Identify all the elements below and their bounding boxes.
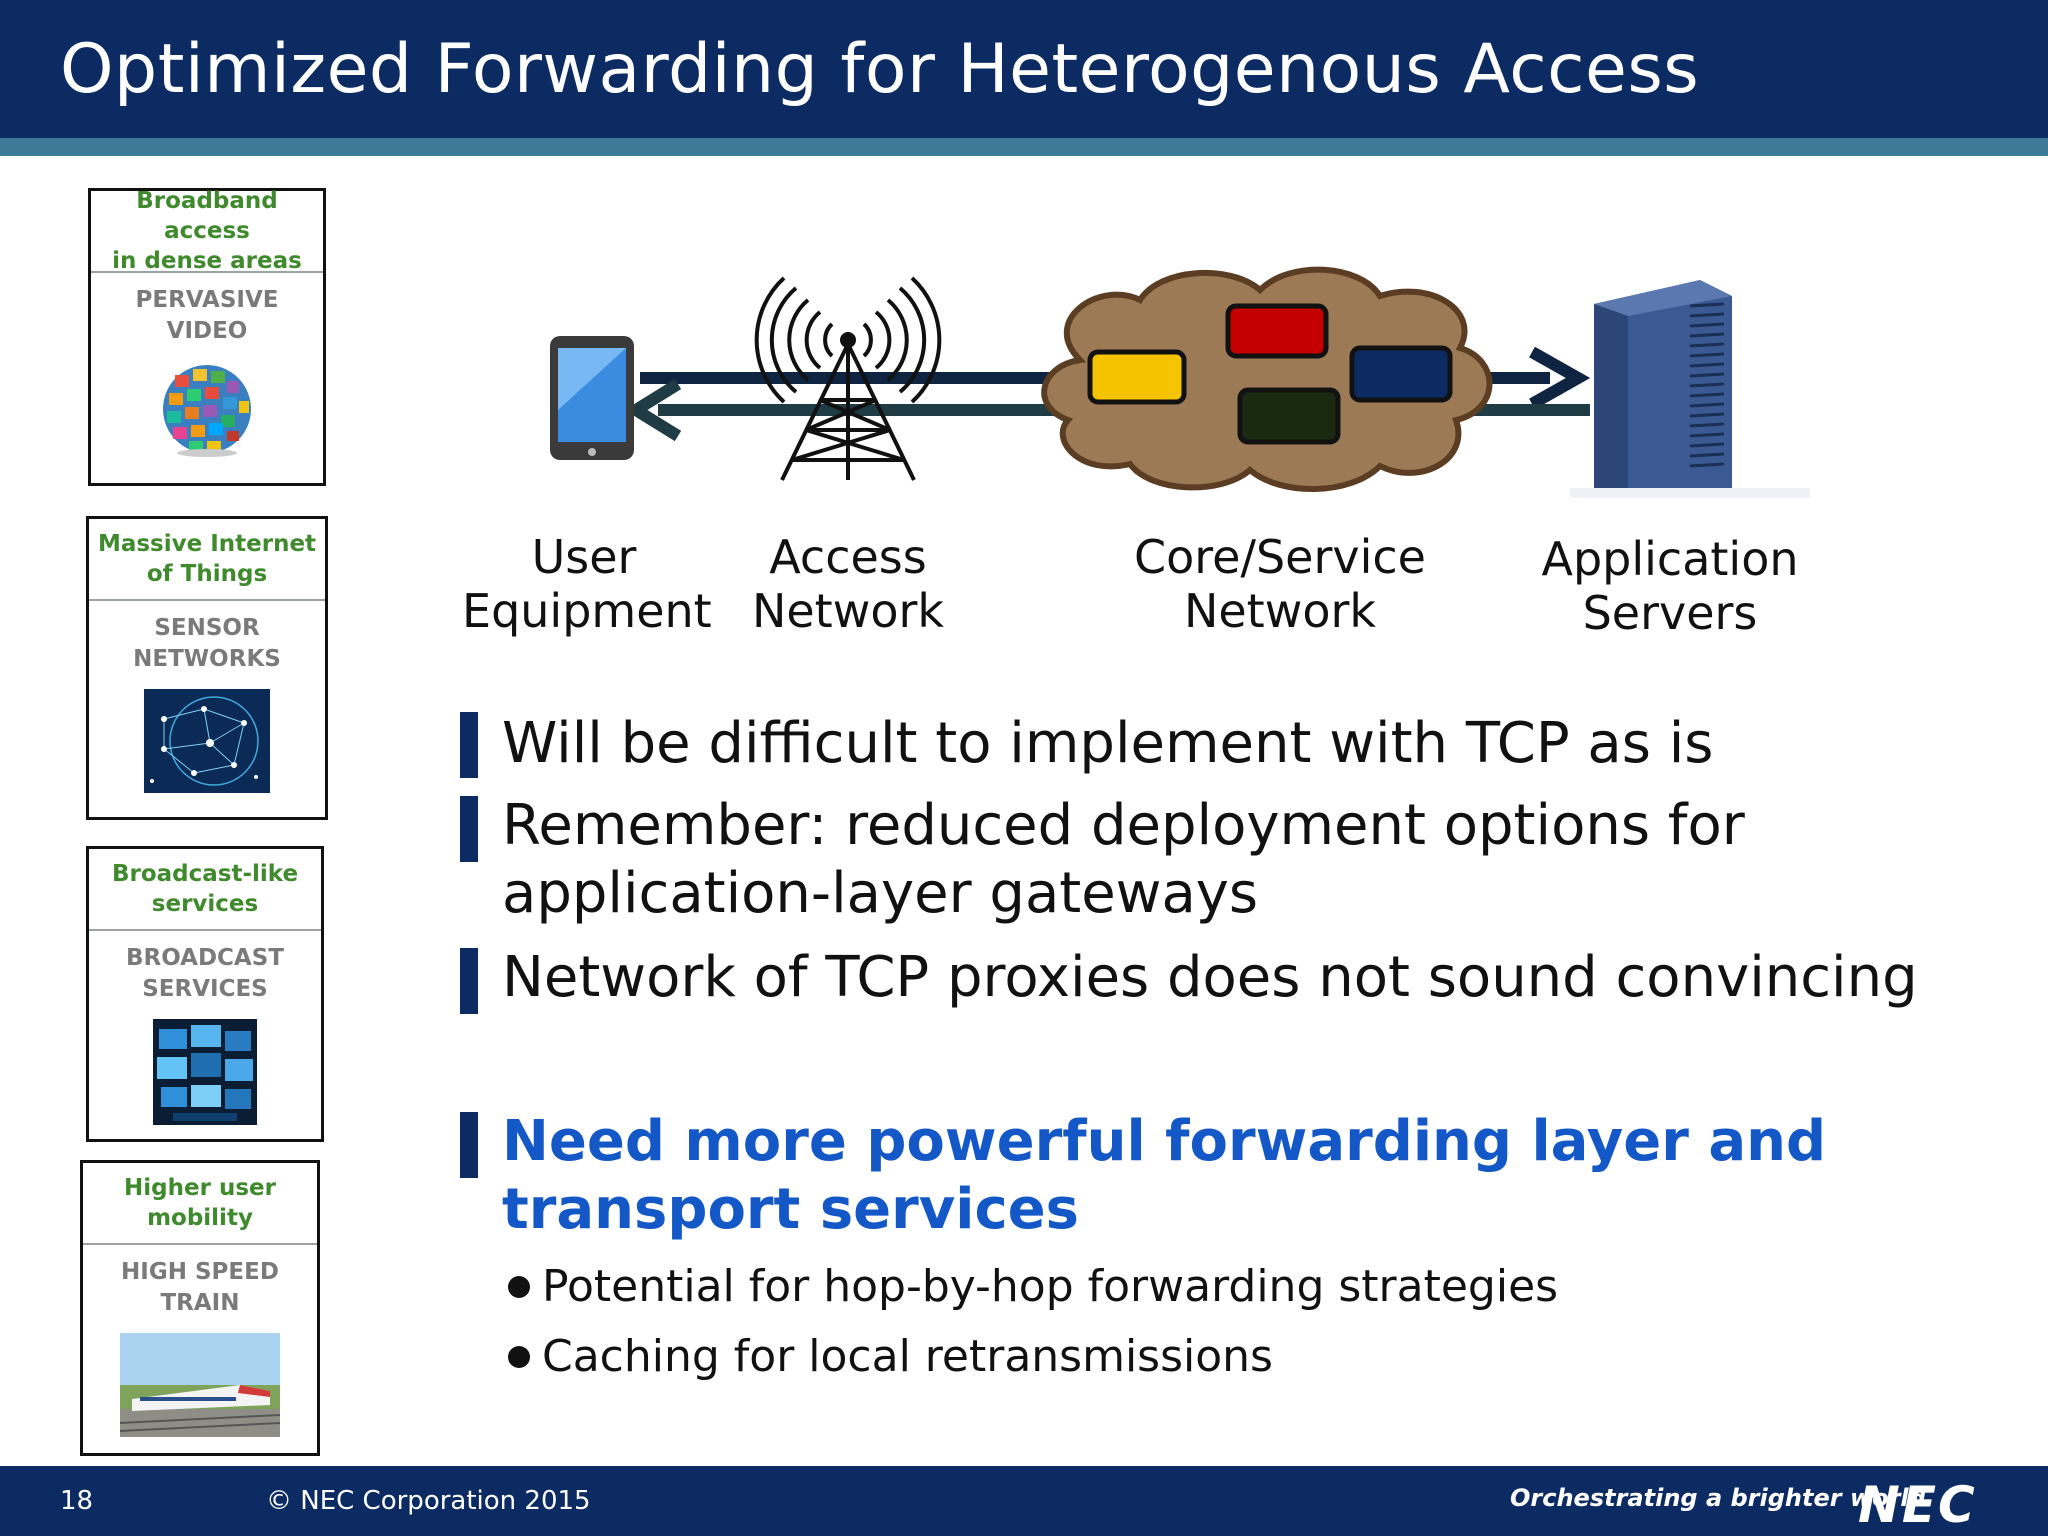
bullet-marker — [460, 948, 478, 1014]
antenna-tower-icon — [754, 276, 942, 481]
diagram-graphic — [550, 266, 1810, 498]
label-access-network: Access Network — [738, 530, 958, 638]
label-line: Servers — [1582, 586, 1758, 640]
sub-bullet-dot — [508, 1276, 530, 1298]
label-application-servers: Application Servers — [1530, 532, 1810, 640]
label-line: Network — [1183, 584, 1377, 638]
label-line: Application — [1541, 532, 1799, 586]
label-line: Core/Service — [1134, 530, 1426, 584]
company-logo: NEC — [1858, 1476, 1977, 1534]
use-case-card-sensor: Massive Internet of Things SENSOR NETWOR… — [86, 516, 328, 820]
label-line: User — [531, 530, 637, 584]
bullet-item: Network of TCP proxies does not sound co… — [502, 945, 1918, 1010]
phone-icon — [550, 336, 634, 460]
card-subtitle-line: TRAIN — [160, 1290, 240, 1316]
card-subtitle-line: BROADCAST — [125, 945, 284, 971]
card-heading: Broadcast-like services — [89, 849, 321, 931]
header-divider — [0, 138, 2048, 156]
footer-bar: 18 © NEC Corporation 2015 Orchestrating … — [0, 1466, 2048, 1536]
label-core-service-network: Core/Service Network — [1120, 530, 1440, 638]
screens-icon — [153, 1019, 257, 1125]
card-heading-line: Higher user — [124, 1175, 276, 1201]
bullet-item-continued: application-layer gateways — [502, 861, 1259, 926]
card-body: BROADCAST SERVICES — [89, 931, 321, 1125]
bullet-marker — [460, 712, 478, 778]
label-line: Network — [751, 584, 945, 638]
card-heading-line: Broadcast-like — [111, 861, 299, 887]
sub-bullet-item: Potential for hop-by-hop forwarding stra… — [542, 1261, 1559, 1312]
page-number: 18 — [60, 1486, 94, 1516]
card-subtitle-line: SENSOR — [154, 615, 260, 641]
sub-bullet-dot — [508, 1346, 530, 1368]
copyright-notice: © NEC Corporation 2015 — [266, 1486, 591, 1516]
network-diagram — [440, 260, 1840, 500]
label-line: Access — [769, 530, 927, 584]
card-subtitle-line: VIDEO — [166, 318, 248, 344]
server-icon — [1570, 280, 1810, 498]
card-heading-line: of Things — [146, 561, 268, 587]
use-case-card-train: Higher user mobility HIGH SPEED TRAIN — [80, 1160, 320, 1456]
network-icon — [144, 689, 270, 793]
card-subtitle-line: PERVASIVE — [135, 287, 279, 313]
train-icon — [120, 1333, 280, 1437]
highlight-statement-continued: transport services — [502, 1177, 1079, 1242]
card-heading-line: Broadband access — [136, 188, 278, 244]
use-case-card-broadcast: Broadcast-like services BROADCAST SERVIC… — [86, 846, 324, 1142]
label-user-equipment: User Equipment — [462, 530, 712, 638]
card-body: HIGH SPEED TRAIN — [83, 1245, 317, 1437]
card-heading-line: Massive Internet — [97, 531, 317, 557]
card-subtitle-line: HIGH SPEED — [121, 1259, 279, 1285]
cloud-icon — [1041, 266, 1493, 492]
bullet-marker — [460, 796, 478, 862]
card-heading: Massive Internet of Things — [89, 519, 325, 601]
card-heading-line: in dense areas — [112, 248, 302, 274]
card-body: PERVASIVE VIDEO — [91, 273, 323, 457]
label-line: Equipment — [462, 584, 712, 638]
use-case-card-video: Broadband access in dense areas PERVASIV… — [88, 188, 326, 486]
card-heading: Higher user mobility — [83, 1163, 317, 1245]
card-heading-line: mobility — [147, 1205, 253, 1231]
bullet-item: Will be difficult to implement with TCP … — [502, 711, 1714, 776]
card-heading: Broadband access in dense areas — [91, 188, 323, 274]
bullet-marker — [460, 1112, 478, 1178]
card-body: SENSOR NETWORKS — [89, 601, 325, 793]
card-subtitle-line: NETWORKS — [133, 646, 281, 672]
globe-icon — [163, 365, 251, 457]
card-subtitle-line: SERVICES — [142, 976, 268, 1002]
header-bar: Optimized Forwarding for Heterogenous Ac… — [0, 0, 2048, 138]
bullet-item: Remember: reduced deployment options for — [502, 793, 1745, 858]
sub-bullet-item: Caching for local retransmissions — [542, 1331, 1273, 1382]
highlight-statement: Need more powerful forwarding layer and — [502, 1109, 1827, 1174]
slide-title: Optimized Forwarding for Heterogenous Ac… — [60, 30, 1700, 109]
tagline: Orchestrating a brighter world — [1510, 1484, 1926, 1512]
card-heading-line: services — [151, 891, 259, 917]
